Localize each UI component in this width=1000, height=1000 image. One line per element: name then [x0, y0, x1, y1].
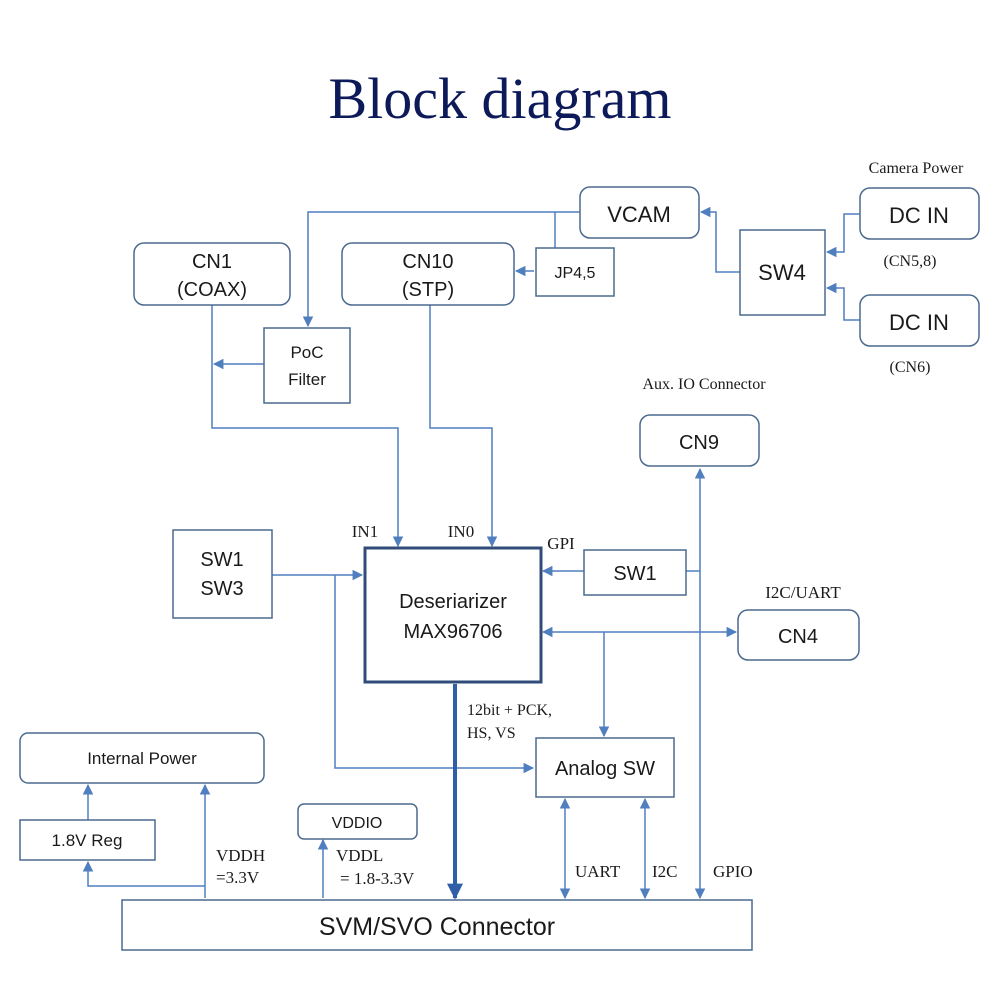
- wire-vddh-reg: [82, 860, 205, 887]
- dc-in-1-label: DC IN: [889, 203, 949, 228]
- label-vddh-line2: =3.3V: [216, 868, 260, 887]
- label-in0: IN0: [448, 522, 474, 541]
- block-jp45: JP4,5: [535, 247, 615, 297]
- label-aux-io: Aux. IO Connector: [642, 376, 766, 393]
- deser-label-line2: MAX96706: [404, 621, 503, 643]
- wire-sw13-analog: [334, 575, 535, 774]
- block-cn10: CN10 (STP): [341, 242, 515, 306]
- sw13-label-line2: SW3: [200, 578, 243, 600]
- label-bus-line2: HS, VS: [467, 725, 516, 742]
- block-sw1-sw3: SW1 SW3: [172, 529, 273, 619]
- label-cn58: (CN5,8): [884, 253, 937, 270]
- jp45-label: JP4,5: [555, 265, 596, 282]
- analog-sw-label: Analog SW: [555, 758, 655, 780]
- block-cn1: CN1 (COAX): [133, 242, 291, 306]
- label-in1: IN1: [352, 522, 378, 541]
- label-camera-power: Camera Power: [869, 160, 964, 177]
- label-vddl-line1: VDDL: [336, 846, 383, 865]
- wires: [82, 206, 860, 900]
- label-uart: UART: [575, 862, 621, 881]
- wire-cn10-in0: [429, 305, 498, 548]
- cn4-label: CN4: [778, 626, 818, 648]
- label-bus-line1: 12bit + PCK,: [467, 702, 552, 719]
- cn10-label-line1: CN10: [402, 251, 453, 273]
- cn10-label-line2: (STP): [402, 279, 454, 301]
- block-vddio: VDDIO: [297, 803, 418, 840]
- block-dc-in-2: DC IN: [859, 294, 980, 347]
- label-vddh-line1: VDDH: [216, 846, 265, 865]
- label-vddl-line2: = 1.8-3.3V: [340, 869, 415, 888]
- page-title: Block diagram: [328, 66, 671, 131]
- block-dc-in-1: DC IN: [859, 187, 980, 240]
- internal-power-label: Internal Power: [87, 749, 197, 768]
- label-i2c: I2C: [652, 862, 678, 881]
- cn1-label-line2: (COAX): [177, 279, 247, 301]
- wire-dcin1-sw4: [825, 213, 860, 258]
- block-deserializer: Deseriarizer MAX96706: [363, 546, 543, 684]
- vcam-label: VCAM: [607, 202, 671, 227]
- block-poc-filter: PoC Filter: [263, 327, 351, 404]
- dc-in-2-label: DC IN: [889, 310, 949, 335]
- cn1-label-line1: CN1: [192, 251, 232, 273]
- cn9-label: CN9: [679, 432, 719, 454]
- label-gpi: GPI: [547, 534, 575, 553]
- poc-label-line1: PoC: [290, 343, 323, 362]
- block-internal-power: Internal Power: [19, 732, 265, 784]
- wire-vcam-poc: [302, 211, 580, 328]
- block-cn9: CN9: [639, 414, 760, 467]
- sw1-label: SW1: [613, 563, 656, 585]
- deser-label-line1: Deseriarizer: [399, 591, 507, 613]
- vddio-label: VDDIO: [332, 815, 383, 832]
- block-svm-svo-connector: SVM/SVO Connector: [121, 899, 753, 951]
- sw13-label-line1: SW1: [200, 549, 243, 571]
- poc-label-line2: Filter: [288, 370, 326, 389]
- label-i2c-uart: I2C/UART: [765, 583, 841, 602]
- block-cn4: CN4: [737, 609, 860, 661]
- connector-label: SVM/SVO Connector: [319, 913, 555, 941]
- wire-sw4-vcam: [699, 206, 740, 273]
- block-vcam: VCAM: [579, 186, 700, 239]
- reg18-label: 1.8V Reg: [52, 831, 123, 850]
- block-sw1: SW1: [583, 549, 687, 596]
- wire-dcin2-sw4: [825, 282, 860, 321]
- block-analog-sw: Analog SW: [535, 737, 675, 798]
- wire-cn1-in1: [211, 305, 404, 548]
- sw4-label: SW4: [758, 260, 806, 285]
- label-gpio: GPIO: [713, 862, 753, 881]
- block-1v8-reg: 1.8V Reg: [19, 819, 156, 861]
- block-sw4: SW4: [739, 229, 826, 316]
- label-cn6: (CN6): [890, 359, 931, 376]
